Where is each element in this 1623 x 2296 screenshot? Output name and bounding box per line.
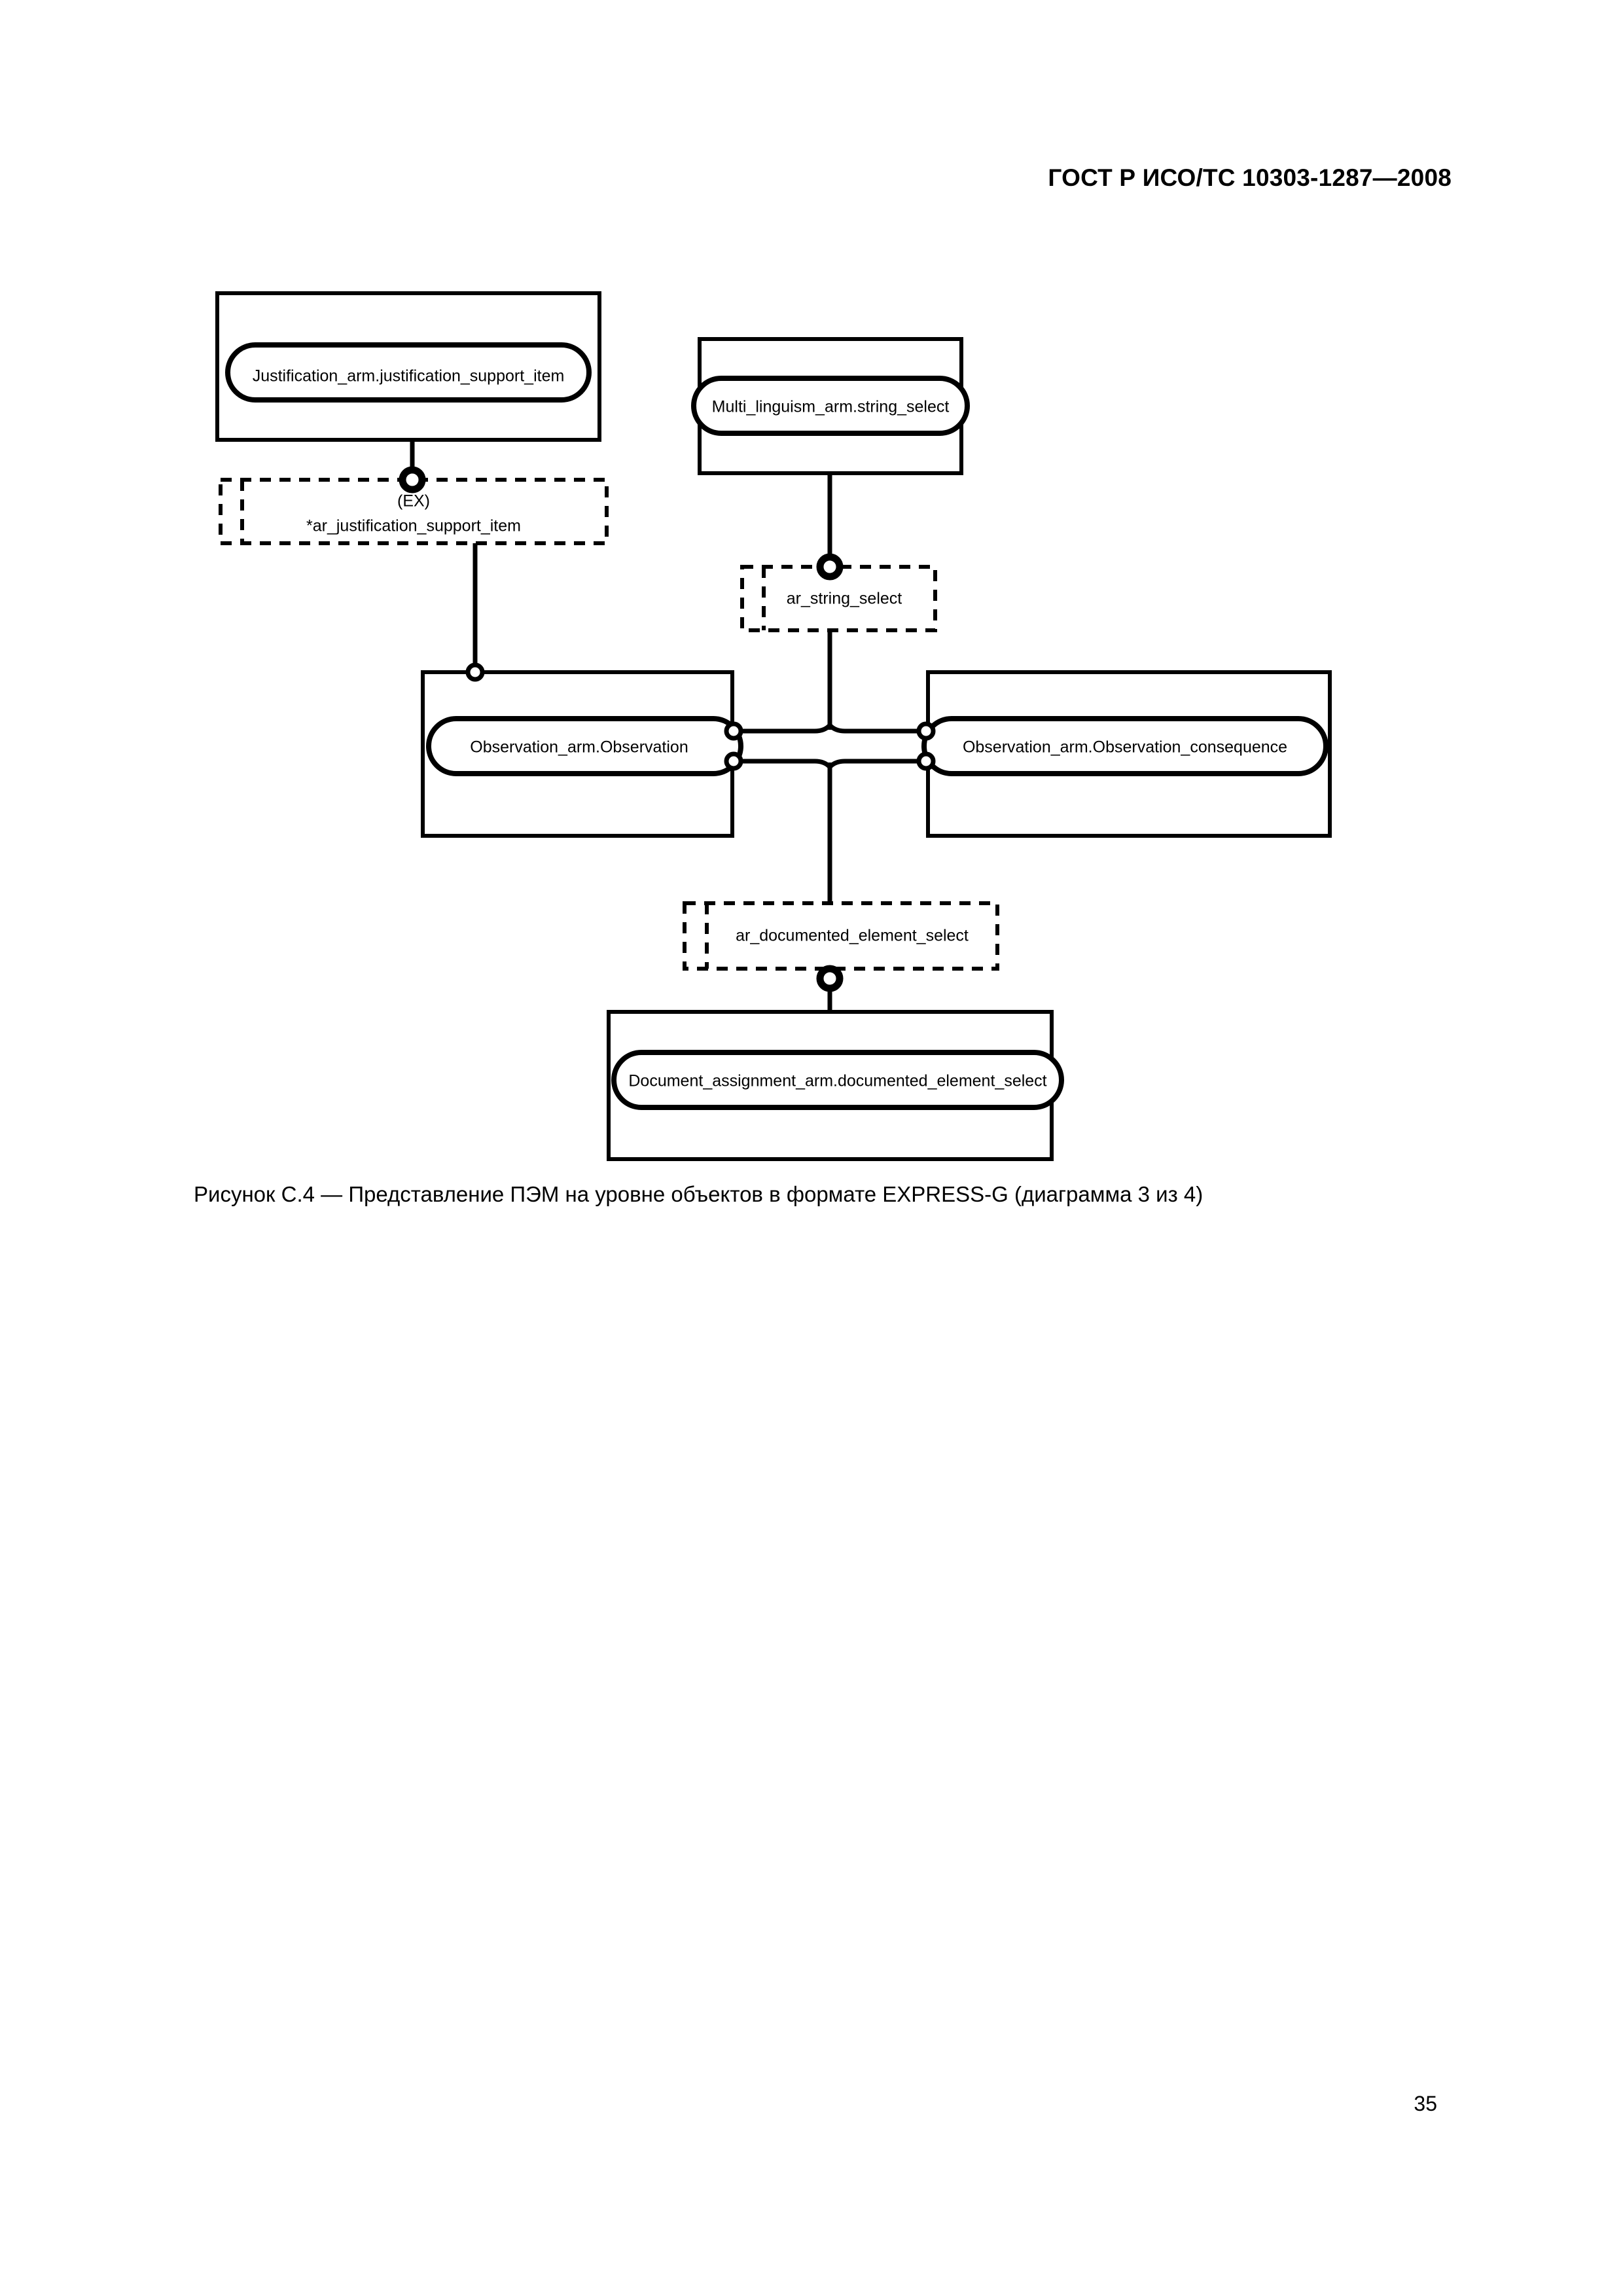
entity-multi-linguism-string-select[interactable]: Multi_linguism_arm.string_select — [691, 337, 970, 475]
endpoint-circle-multilinguism-ref — [816, 553, 844, 581]
entity-documented-element-select[interactable]: Document_assignment_arm.documented_eleme… — [607, 1010, 1064, 1161]
entity-stadium — [225, 342, 592, 403]
reference-outer-rect — [219, 478, 609, 545]
endpoint-circle-observation-right-upper — [724, 721, 743, 741]
entity-observation[interactable]: Observation_arm.Observation — [421, 670, 743, 838]
figure-caption: Рисунок C.4 — Представление ПЭМ на уровн… — [194, 1182, 1204, 1206]
entity-label: Observation_arm.Observation — [470, 738, 688, 757]
entity-stadium — [691, 376, 970, 436]
entity-observation-consequence[interactable]: Observation_arm.Observation_consequence — [921, 670, 1332, 838]
reference-label: ar_string_select — [787, 590, 902, 608]
endpoint-circle-observation-right-lower — [724, 751, 743, 771]
entity-stadium — [426, 716, 743, 776]
entity-label: Document_assignment_arm.documented_eleme… — [628, 1072, 1046, 1090]
endpoint-circle-justification-ref — [399, 466, 426, 493]
reference-ar-documented-element-select[interactable]: ar_documented_element_select — [683, 901, 999, 971]
express-g-diagram: Justification_arm.justification_support_… — [215, 291, 1332, 1161]
entity-label: Justification_arm.justification_support_… — [253, 367, 565, 386]
connector-observation-to-consequence-upper — [734, 721, 926, 734]
reference-label: *ar_justification_support_item — [306, 517, 521, 535]
connector-endpoints — [399, 466, 936, 992]
page-number: 35 — [1414, 2092, 1437, 2115]
endpoint-circle-consequence-left-upper — [916, 721, 936, 741]
entity-stadium — [921, 716, 1329, 776]
entity-stadium — [611, 1050, 1064, 1110]
endpoint-circle-observation-top — [465, 662, 485, 682]
reference-ar-string-select[interactable]: ar_string_select — [740, 565, 937, 632]
endpoint-circle-ardocumented-document — [816, 965, 844, 992]
entity-justification-support-item[interactable]: Justification_arm.justification_support_… — [215, 291, 601, 442]
endpoint-circle-consequence-left-lower — [916, 751, 936, 771]
reference-outer-rect — [740, 565, 937, 632]
reference-outer-rect — [683, 901, 999, 971]
reference-ar-justification-support-item[interactable]: (EX) *ar_justification_support_item — [219, 478, 609, 545]
reference-prefix: (EX) — [397, 492, 430, 511]
entity-label: Observation_arm.Observation_consequence — [963, 738, 1287, 757]
entity-label: Multi_linguism_arm.string_select — [712, 398, 950, 416]
page-header: ГОСТ Р ИСО/ТС 10303-1287—2008 — [1048, 164, 1452, 191]
reference-label: ar_documented_element_select — [736, 927, 969, 945]
